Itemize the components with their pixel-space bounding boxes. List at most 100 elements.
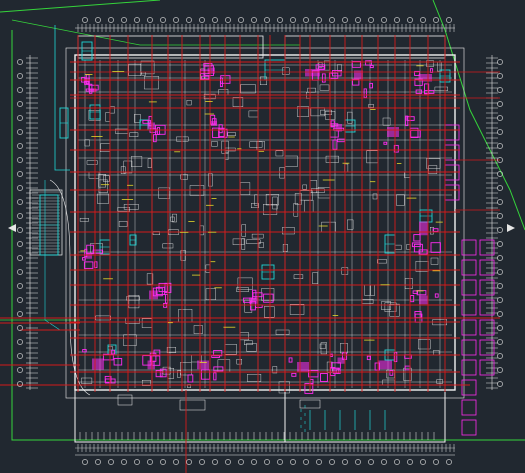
furniture xyxy=(366,355,371,361)
room xyxy=(404,278,413,289)
grid-axis-bubble xyxy=(17,199,23,205)
room xyxy=(170,216,175,222)
grid-axis-bubble xyxy=(95,17,101,23)
room xyxy=(98,179,108,193)
furniture xyxy=(213,366,224,372)
room xyxy=(86,160,98,165)
room xyxy=(389,303,400,317)
grid-axis-bubble xyxy=(82,459,88,465)
furniture xyxy=(389,370,394,376)
room xyxy=(162,366,171,375)
room xyxy=(430,226,434,235)
furniture xyxy=(212,127,220,139)
room xyxy=(180,174,188,180)
room xyxy=(307,87,316,93)
room xyxy=(186,99,192,106)
grid-axis-bubble xyxy=(225,17,231,23)
furniture xyxy=(288,357,293,363)
room xyxy=(244,299,253,313)
grid-axis-bubble xyxy=(199,17,205,23)
room xyxy=(146,273,154,285)
room xyxy=(279,167,285,179)
room xyxy=(240,84,256,94)
grid-axis-bubble xyxy=(17,87,23,93)
room xyxy=(144,76,159,90)
grid-axis-bubble xyxy=(160,17,166,23)
grid-axis-bubble xyxy=(368,459,374,465)
furniture xyxy=(159,368,167,378)
grid-axis-bubble xyxy=(497,227,503,233)
room xyxy=(187,384,191,388)
grid-axis-bubble xyxy=(316,17,322,23)
room xyxy=(79,218,89,222)
parking-stall xyxy=(461,359,477,376)
furniture xyxy=(418,249,428,255)
furniture-fill xyxy=(305,69,320,77)
furniture xyxy=(92,249,104,254)
grid-axis-bubble xyxy=(497,171,503,177)
room xyxy=(272,366,278,374)
grid-axis-bubble xyxy=(17,255,23,261)
room xyxy=(241,224,246,237)
room xyxy=(147,158,152,169)
grid-axis-bubble xyxy=(329,459,335,465)
room xyxy=(428,165,438,174)
grid-axis-bubble xyxy=(355,17,361,23)
grid-axis-bubble xyxy=(290,17,296,23)
grid-axis-bubble xyxy=(82,17,88,23)
room xyxy=(123,204,139,210)
grid-axis-bubble xyxy=(329,17,335,23)
grid-axis-bubble xyxy=(497,241,503,247)
grid-axis-bubble xyxy=(108,459,114,465)
room xyxy=(103,175,110,182)
room xyxy=(319,343,326,349)
annex-room xyxy=(179,399,206,411)
grid-axis-bubble xyxy=(121,459,127,465)
furniture xyxy=(332,139,338,150)
furniture xyxy=(393,144,399,153)
furniture xyxy=(88,84,99,91)
room xyxy=(275,150,284,157)
furniture xyxy=(201,75,210,80)
room xyxy=(396,194,405,206)
parking-stall xyxy=(461,379,477,396)
parking-stall xyxy=(461,299,477,316)
furniture-fill xyxy=(418,74,432,82)
furniture xyxy=(82,257,86,261)
room xyxy=(278,381,290,394)
grid-axis-bubble xyxy=(497,213,503,219)
grid-axis-bubble xyxy=(497,325,503,331)
grid-axis-bubble xyxy=(134,459,140,465)
grid-axis-bubble xyxy=(497,339,503,345)
furniture xyxy=(434,293,439,298)
room xyxy=(293,274,304,279)
room xyxy=(128,63,142,76)
grid-axis-bubble xyxy=(394,17,400,23)
grid-axis-bubble xyxy=(497,185,503,191)
furniture xyxy=(187,374,194,383)
grid-axis-bubble xyxy=(497,157,503,163)
grid-axis-bubble xyxy=(17,311,23,317)
room xyxy=(382,117,391,126)
grid-axis-bubble xyxy=(238,459,244,465)
furniture xyxy=(332,367,340,374)
room xyxy=(347,219,354,230)
furniture xyxy=(415,89,423,94)
room xyxy=(128,295,140,309)
room xyxy=(243,340,253,345)
room xyxy=(430,257,439,265)
grid-axis-bubble xyxy=(497,73,503,79)
parking-stall xyxy=(479,299,495,316)
parking-stall xyxy=(461,279,477,296)
room xyxy=(436,379,444,384)
grid-axis-bubble xyxy=(17,101,23,107)
room xyxy=(403,367,412,381)
annex-room xyxy=(299,399,321,409)
grid-axis-bubble xyxy=(497,353,503,359)
room xyxy=(232,97,244,108)
room xyxy=(426,60,434,67)
furniture xyxy=(413,243,423,253)
room xyxy=(264,306,275,318)
